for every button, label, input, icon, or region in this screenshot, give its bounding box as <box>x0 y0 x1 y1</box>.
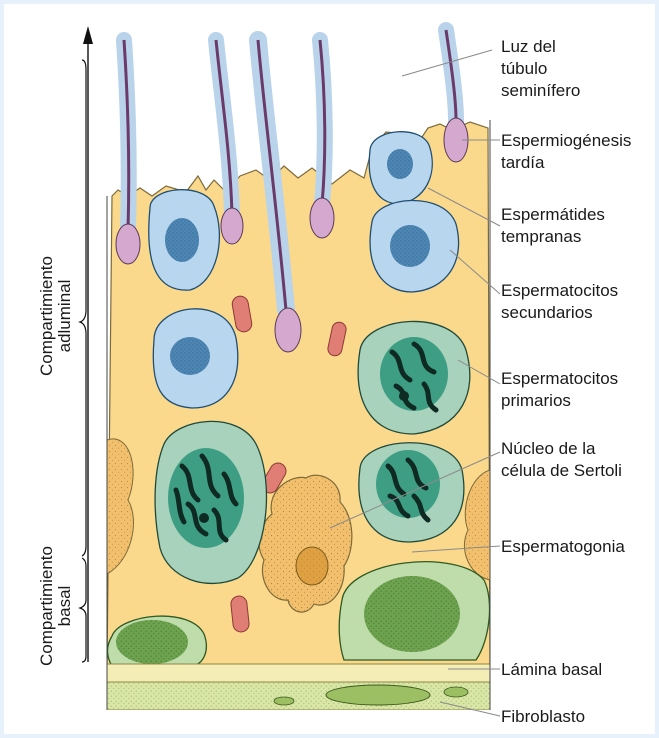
label-late-spermiogenesis-1: Espermiogénesis <box>501 131 631 150</box>
label-sertoli-nucleus-2: célula de Sertoli <box>501 461 622 480</box>
early-spermatid-left <box>149 190 220 290</box>
label-basal-lamina: Lámina basal <box>501 660 602 679</box>
label-early-spermatids-1: Espermátides <box>501 205 605 224</box>
basal-label-line2: basal <box>55 586 74 627</box>
label-lumen-3: seminífero <box>501 81 580 100</box>
label-primary-spermatocytes-2: primarios <box>501 391 571 410</box>
label-sertoli-nucleus-1: Núcleo de la <box>501 439 596 458</box>
label-spermatogonia: Espermatogonia <box>501 537 625 556</box>
early-spermatid-right-bottom <box>370 200 458 292</box>
primary-spermatocyte-right-top <box>358 321 470 434</box>
primary-spermatocyte-left <box>155 421 266 583</box>
fibroblast-cell <box>326 685 430 705</box>
adluminal-label-line2: adluminal <box>55 280 74 353</box>
label-early-spermatids-2: tempranas <box>501 227 581 246</box>
label-lumen-2: túbulo <box>501 59 547 78</box>
label-late-spermiogenesis-2: tardía <box>501 153 545 172</box>
label-fibroblast: Fibroblasto <box>501 707 585 726</box>
secondary-spermatocyte-left <box>153 309 238 408</box>
label-secondary-spermatocytes-2: secundarios <box>501 303 593 322</box>
label-lumen-1: Luz del <box>501 37 556 56</box>
basal-lamina <box>107 664 490 682</box>
label-primary-spermatocytes-1: Espermatocitos <box>501 369 618 388</box>
label-secondary-spermatocytes-1: Espermatocitos <box>501 281 618 300</box>
spermatogonia-right <box>339 562 489 660</box>
primary-spermatocyte-right-bottom <box>359 443 464 542</box>
basal-label-line1: Compartimiento <box>37 546 56 666</box>
adluminal-label-line1: Compartimiento <box>37 256 56 376</box>
